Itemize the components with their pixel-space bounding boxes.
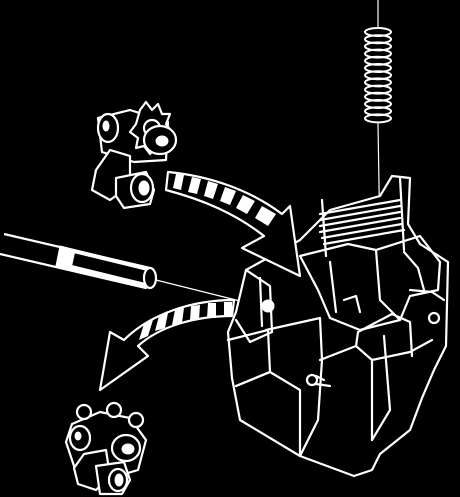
housing-small-hole <box>305 373 319 387</box>
arrow-stripe <box>172 308 184 325</box>
lower-cam-roller-face <box>114 473 124 487</box>
housing-side-hole <box>427 311 441 325</box>
housing-base-edge <box>234 370 302 458</box>
arrow-stripe <box>207 303 216 318</box>
housing-right-ledge <box>354 312 414 358</box>
arrow-stripe <box>190 305 200 321</box>
housing-cavity-step <box>402 250 426 292</box>
spring-coils <box>364 27 392 124</box>
compression-spring <box>364 0 392 246</box>
arrow-stripe <box>236 195 255 214</box>
housing-right-step <box>318 344 374 442</box>
housing-left-arm-edge <box>258 276 264 328</box>
upper-cam-knob-highlight <box>102 120 110 132</box>
housing-detail-a <box>342 294 362 314</box>
lower-cam-stud-1 <box>75 403 93 421</box>
shaft-pin-guide-line <box>155 279 245 303</box>
housing-inner-groove <box>370 334 392 442</box>
upper-cam-boss-hole <box>155 135 169 147</box>
arrow-stripe <box>155 313 168 331</box>
spring-coil <box>364 113 392 124</box>
arrow-stripe <box>220 187 236 205</box>
lower-cam-knob-highlight <box>74 431 82 441</box>
housing-cavity-wall <box>328 260 338 314</box>
lower-cam-part <box>64 401 148 496</box>
arrow-stripe <box>255 206 276 226</box>
arrow-stripe <box>139 320 153 340</box>
arrow-stripe <box>224 302 232 316</box>
install-arrow-shape <box>164 170 302 278</box>
housing-detail-b <box>408 288 446 302</box>
remove-arrow <box>98 298 236 392</box>
arrow-stripe <box>173 174 184 190</box>
housing-right-tab <box>398 176 406 252</box>
shaft-pin-tip <box>142 266 158 290</box>
housing-cavity <box>298 234 442 332</box>
lower-cam-boss-hole <box>121 443 135 455</box>
housing-cavity-ridge <box>374 248 402 322</box>
housing-pin-hole <box>261 299 275 313</box>
remove-arrow-stripes <box>139 302 232 340</box>
upper-cam-part <box>90 100 178 210</box>
lower-cam-stud-2 <box>105 401 123 419</box>
housing-top-rails <box>318 198 406 246</box>
arrow-stripe <box>204 181 218 199</box>
install-arrow-stripes <box>173 174 276 226</box>
arrow-stripe <box>188 177 201 194</box>
upper-cam-roller-face <box>138 180 150 196</box>
install-arrow <box>164 170 302 278</box>
housing-left-tab <box>320 198 328 258</box>
shaft-pin <box>0 232 245 303</box>
housing-notch <box>314 374 332 388</box>
lower-cam-stud-3 <box>127 411 145 429</box>
